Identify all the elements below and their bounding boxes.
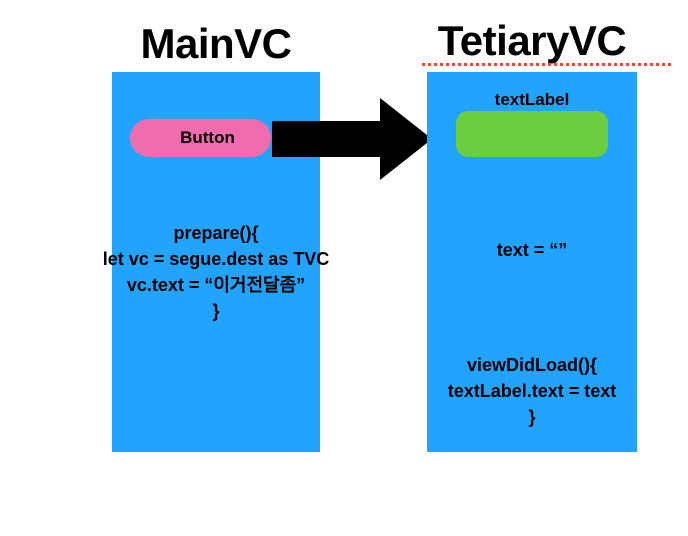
main-button-label: Button [180, 128, 235, 147]
code-line: } [212, 301, 220, 321]
textlabel-caption: textLabel [494, 90, 570, 109]
code-line: prepare(){ [173, 223, 259, 243]
main-button[interactable]: Button [130, 119, 271, 157]
code-line: text = “” [496, 240, 568, 260]
segue-arrow-icon [272, 98, 432, 180]
spellcheck-underline [422, 63, 672, 66]
code-line: viewDidLoad(){ [466, 355, 597, 375]
tetiaryvc-property-code: text = “” [427, 237, 637, 263]
tetiaryvc-title: TetiaryVC [437, 17, 627, 64]
textlabel-box[interactable] [456, 111, 608, 157]
code-line: } [528, 407, 536, 427]
mainvc-prepare-code: prepare(){ let vc = segue.dest as TVC vc… [48, 220, 384, 324]
tetiaryvc-viewdidload-code: viewDidLoad(){ textLabel.text = text } [408, 352, 656, 430]
mainvc-title: MainVC [140, 20, 292, 67]
code-line: let vc = segue.dest as TVC [102, 249, 330, 269]
code-line: textLabel.text = text [447, 381, 617, 401]
code-line: vc.text = “이거전달좀” [126, 275, 306, 295]
